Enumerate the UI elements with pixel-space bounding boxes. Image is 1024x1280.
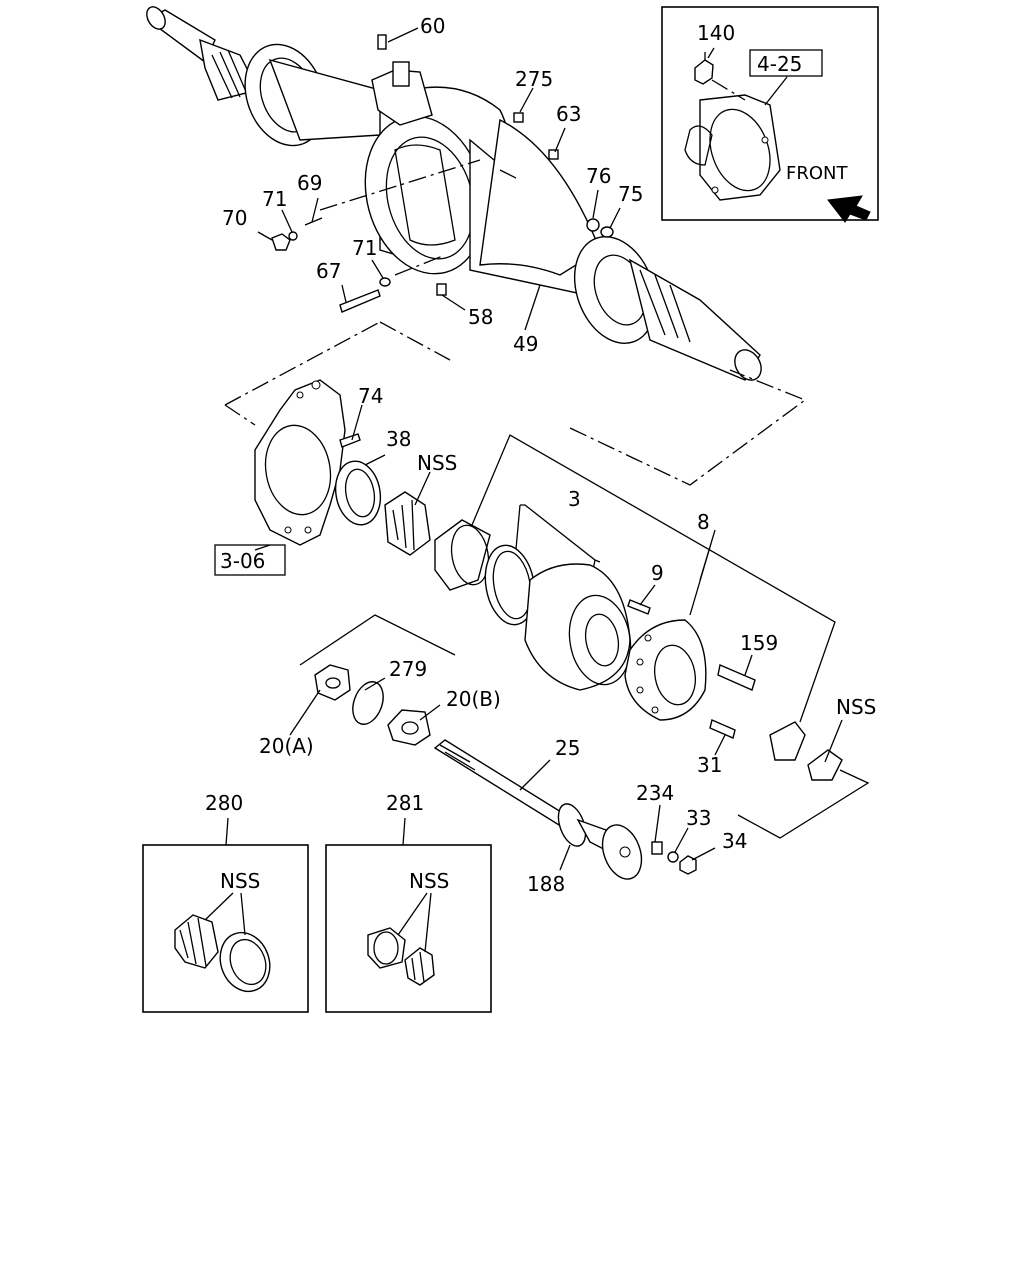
leaders-top <box>257 27 621 331</box>
label-38: 38 <box>386 427 411 451</box>
ref-box-4-25 <box>749 49 823 77</box>
front-label: FRONT <box>786 163 848 184</box>
label-8: 8 <box>697 510 710 534</box>
front-arrow-icon <box>827 195 871 223</box>
front-inset <box>661 6 879 223</box>
cup-280 <box>219 931 271 993</box>
label-9: 9 <box>651 561 664 585</box>
ref-3-06: 3-06 <box>220 549 265 573</box>
label-71a: 71 <box>262 187 287 211</box>
leaders-hub <box>254 404 843 871</box>
plug-63 <box>548 149 559 160</box>
bearing-cup <box>434 519 491 591</box>
lockwasher-279 <box>352 681 384 725</box>
label-188: 188 <box>527 872 565 896</box>
bearing-cone <box>384 491 431 556</box>
label-60: 60 <box>420 14 445 38</box>
kit-281 <box>325 817 492 1013</box>
stud-31 <box>709 719 736 739</box>
label-33: 33 <box>686 806 711 830</box>
breather-140 <box>694 59 714 85</box>
label-75: 75 <box>618 182 643 206</box>
label-281: 281 <box>386 791 424 815</box>
label-71b: 71 <box>352 236 377 260</box>
hub-components <box>254 379 843 781</box>
label-3: 3 <box>568 487 581 511</box>
bolt-159 <box>717 664 756 691</box>
label-63: 63 <box>556 102 581 126</box>
cone-234 <box>651 841 663 855</box>
diff-carrier <box>699 94 781 201</box>
label-31: 31 <box>697 753 722 777</box>
axle-shaft <box>433 739 697 880</box>
label-76: 76 <box>586 164 611 188</box>
cone-281 <box>404 947 435 986</box>
plug-58 <box>436 283 447 296</box>
bolt-67 <box>339 289 381 313</box>
stud-69 <box>304 217 323 226</box>
bolt-9 <box>627 599 651 615</box>
label-140: 140 <box>697 21 735 45</box>
housing-hardware <box>271 34 614 313</box>
label-280: 280 <box>205 791 243 815</box>
label-275: 275 <box>515 67 553 91</box>
nut-20b <box>387 709 431 746</box>
label-nss-4: NSS <box>409 869 449 893</box>
label-74: 74 <box>358 384 383 408</box>
label-159: 159 <box>740 631 778 655</box>
label-nss-2: NSS <box>836 695 876 719</box>
ref-4-25: 4-25 <box>757 52 802 76</box>
label-69: 69 <box>297 171 322 195</box>
label-70: 70 <box>222 206 247 230</box>
label-58: 58 <box>468 305 493 329</box>
ref-box-3-06 <box>214 544 286 576</box>
part-labels: 60 275 63 69 71 70 76 75 71 67 58 49 140… <box>205 14 876 896</box>
label-20b: 20(B) <box>446 687 501 711</box>
wheel-hub <box>624 619 707 721</box>
washer-71b <box>379 277 391 287</box>
outer-cone <box>807 749 843 781</box>
label-234: 234 <box>636 781 674 805</box>
kit-280 <box>142 817 309 1013</box>
nut-76 <box>586 218 600 232</box>
nut-20a <box>314 664 351 701</box>
plug-275 <box>513 112 524 123</box>
outer-cup <box>769 721 806 761</box>
nut-34 <box>679 855 697 875</box>
label-67: 67 <box>316 259 341 283</box>
label-49: 49 <box>513 332 538 356</box>
washer-71a <box>288 231 298 241</box>
washer-33 <box>667 851 679 863</box>
assembly-outlines <box>224 321 870 839</box>
label-20a: 20(A) <box>259 734 314 758</box>
label-25: 25 <box>555 736 580 760</box>
label-34: 34 <box>722 829 747 853</box>
axle-housing <box>146 6 762 381</box>
washer-75 <box>600 226 614 238</box>
bolt-74 <box>339 433 361 448</box>
backing-plate <box>254 379 346 546</box>
cone-280 <box>174 914 219 969</box>
label-279: 279 <box>389 657 427 681</box>
breather-60 <box>377 34 387 50</box>
label-nss-1: NSS <box>417 451 457 475</box>
nut-70 <box>271 233 291 251</box>
label-nss-3: NSS <box>220 869 260 893</box>
